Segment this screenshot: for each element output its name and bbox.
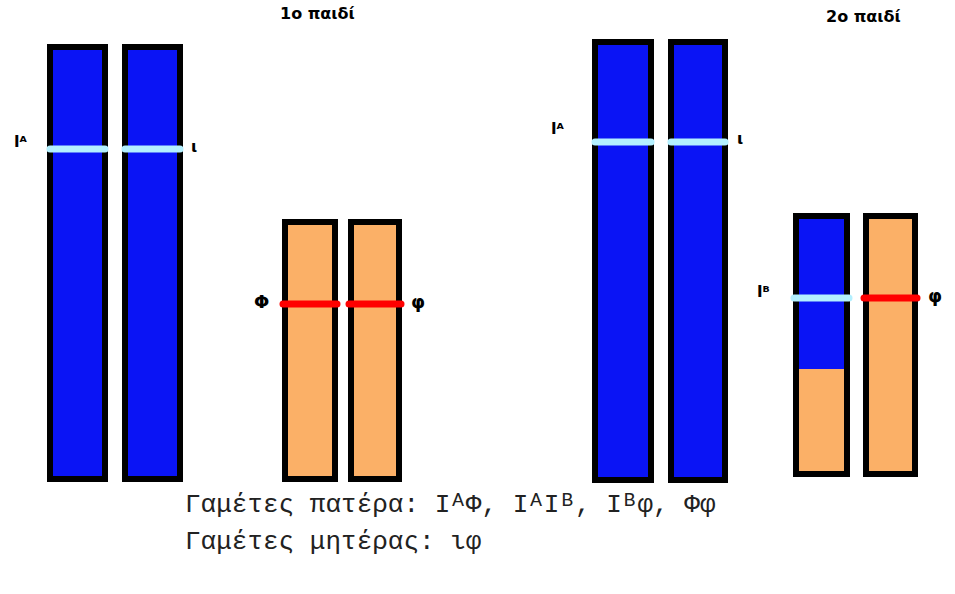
allele-label: ι	[191, 137, 197, 156]
gene-locus	[349, 301, 401, 308]
gene-locus	[125, 146, 180, 153]
gene-locus	[671, 139, 725, 146]
chromosome	[595, 42, 651, 480]
allele-label: φ	[928, 285, 942, 307]
gene-locus	[50, 146, 105, 153]
allele-label: φ	[411, 291, 425, 313]
chromosome	[285, 222, 335, 479]
gene-locus	[794, 295, 849, 302]
chromosome	[125, 47, 180, 479]
allele-label: Iᴮ	[757, 283, 770, 301]
allele-label: Iᴬ	[14, 133, 27, 151]
chromosome	[796, 216, 847, 474]
gene-locus	[864, 295, 917, 302]
gamete-list: Γαμέτες πατέρα: IᴬΦ, IᴬIᴮ, Iᴮφ, Φφ	[185, 490, 716, 521]
gene-locus	[595, 139, 651, 146]
chromosome	[671, 42, 725, 480]
chromosome	[50, 47, 105, 479]
chromosome-outline	[796, 216, 847, 474]
chromosome	[866, 216, 915, 474]
gene-locus	[283, 301, 337, 308]
panel-heading: 2ο παιδί	[826, 7, 901, 26]
allele-label: ι	[737, 129, 743, 148]
chromosome	[351, 222, 399, 479]
allele-label: Iᴬ	[551, 120, 564, 138]
gamete-list: Γαμέτες μητέρας: ιφ	[185, 527, 481, 558]
translocated-segment	[796, 216, 847, 369]
allele-label: Φ	[254, 291, 269, 313]
panel-heading: 1ο παιδί	[280, 4, 355, 23]
